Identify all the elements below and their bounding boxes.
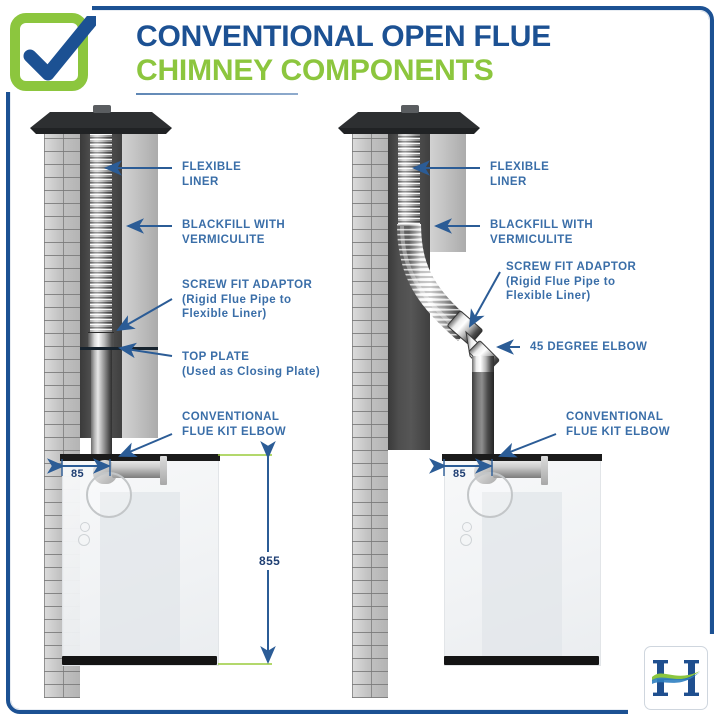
- right-label-flexible-liner: FLEXIBLE LINER: [490, 161, 550, 188]
- left-flue-kit-elbow-flange: [160, 456, 167, 485]
- left-label-flexible-liner: FLEXIBLE LINER: [182, 161, 242, 188]
- right-label-conventional-flue-kit-elbow: CONVENTIONAL FLUE KIT ELBOW: [566, 411, 671, 438]
- right-label-blackfill-vermiculite: BLACKFILL WITH VERMICULITE: [490, 219, 594, 246]
- page-title: CONVENTIONAL OPEN FLUE CHIMNEY COMPONENT…: [136, 20, 696, 96]
- left-boiler-inner-shading: [100, 492, 180, 660]
- right-flue-kit-elbow-horizontal-duct: [493, 461, 545, 478]
- left-dimension-horizontal-85: 85: [71, 468, 85, 480]
- title-line-primary: CONVENTIONAL OPEN FLUE: [136, 20, 552, 53]
- right-rigid-flue-pipe: [472, 356, 494, 461]
- title-line-secondary: CHIMNEY COMPONENTS: [136, 53, 494, 87]
- right-boiler-control-knob-upper: [462, 522, 472, 532]
- right-brick-wall: [352, 128, 388, 698]
- right-flue-kit-elbow-flange: [541, 456, 548, 485]
- title-underline-rule: [136, 93, 298, 96]
- right-dimension-horizontal-85: 85: [453, 468, 467, 480]
- blue-tick-icon-overlay: [23, 16, 96, 81]
- right-boiler-base-plinth: [444, 656, 599, 665]
- right-boiler-inner-shading: [482, 492, 562, 660]
- left-boiler-control-knob-lower: [78, 534, 90, 546]
- left-flue-kit-elbow-horizontal-duct: [112, 461, 164, 478]
- right-flue-assembly: [338, 105, 500, 461]
- left-boiler-control-knob-upper: [80, 522, 90, 532]
- right-label-45-degree-elbow: 45 DEGREE ELBOW: [530, 341, 648, 353]
- left-boiler-base-plinth: [62, 656, 217, 665]
- left-label-conventional-flue-kit-elbow: CONVENTIONAL FLUE KIT ELBOW: [182, 411, 287, 438]
- right-boiler-control-knob-lower: [460, 534, 472, 546]
- company-h-monogram-icon: [652, 660, 700, 696]
- right-chimney-cowl: [338, 105, 480, 134]
- right-label-screw-fit-adaptor: SCREW FIT ADAPTOR (Rigid Flue Pipe to Fl…: [506, 261, 637, 302]
- left-boiler-top-panel: [60, 454, 220, 461]
- right-flexible-liner-vertical: [398, 122, 420, 234]
- left-flexible-liner: [90, 122, 112, 340]
- left-chimney-cowl: [30, 105, 172, 134]
- left-chimney-outer-wall: [122, 128, 158, 438]
- left-flue-kit-elbow-draught-ring: [86, 472, 132, 518]
- right-boiler-top-panel: [442, 454, 602, 461]
- left-label-blackfill-vermiculite: BLACKFILL WITH VERMICULITE: [182, 219, 286, 246]
- company-logo-tile: [644, 646, 708, 710]
- left-dimension-vertical-855: 855: [256, 552, 284, 570]
- diagram-canvas: FLEXIBLE LINER BLACKFILL WITH VERMICULIT…: [0, 104, 720, 720]
- left-label-screw-fit-adaptor: SCREW FIT ADAPTOR (Rigid Flue Pipe to Fl…: [182, 279, 313, 320]
- left-rigid-flue-pipe: [91, 348, 112, 460]
- page-header: CONVENTIONAL OPEN FLUE CHIMNEY COMPONENT…: [0, 0, 720, 112]
- left-label-top-plate: TOP PLATE (Used as Closing Plate): [182, 351, 321, 378]
